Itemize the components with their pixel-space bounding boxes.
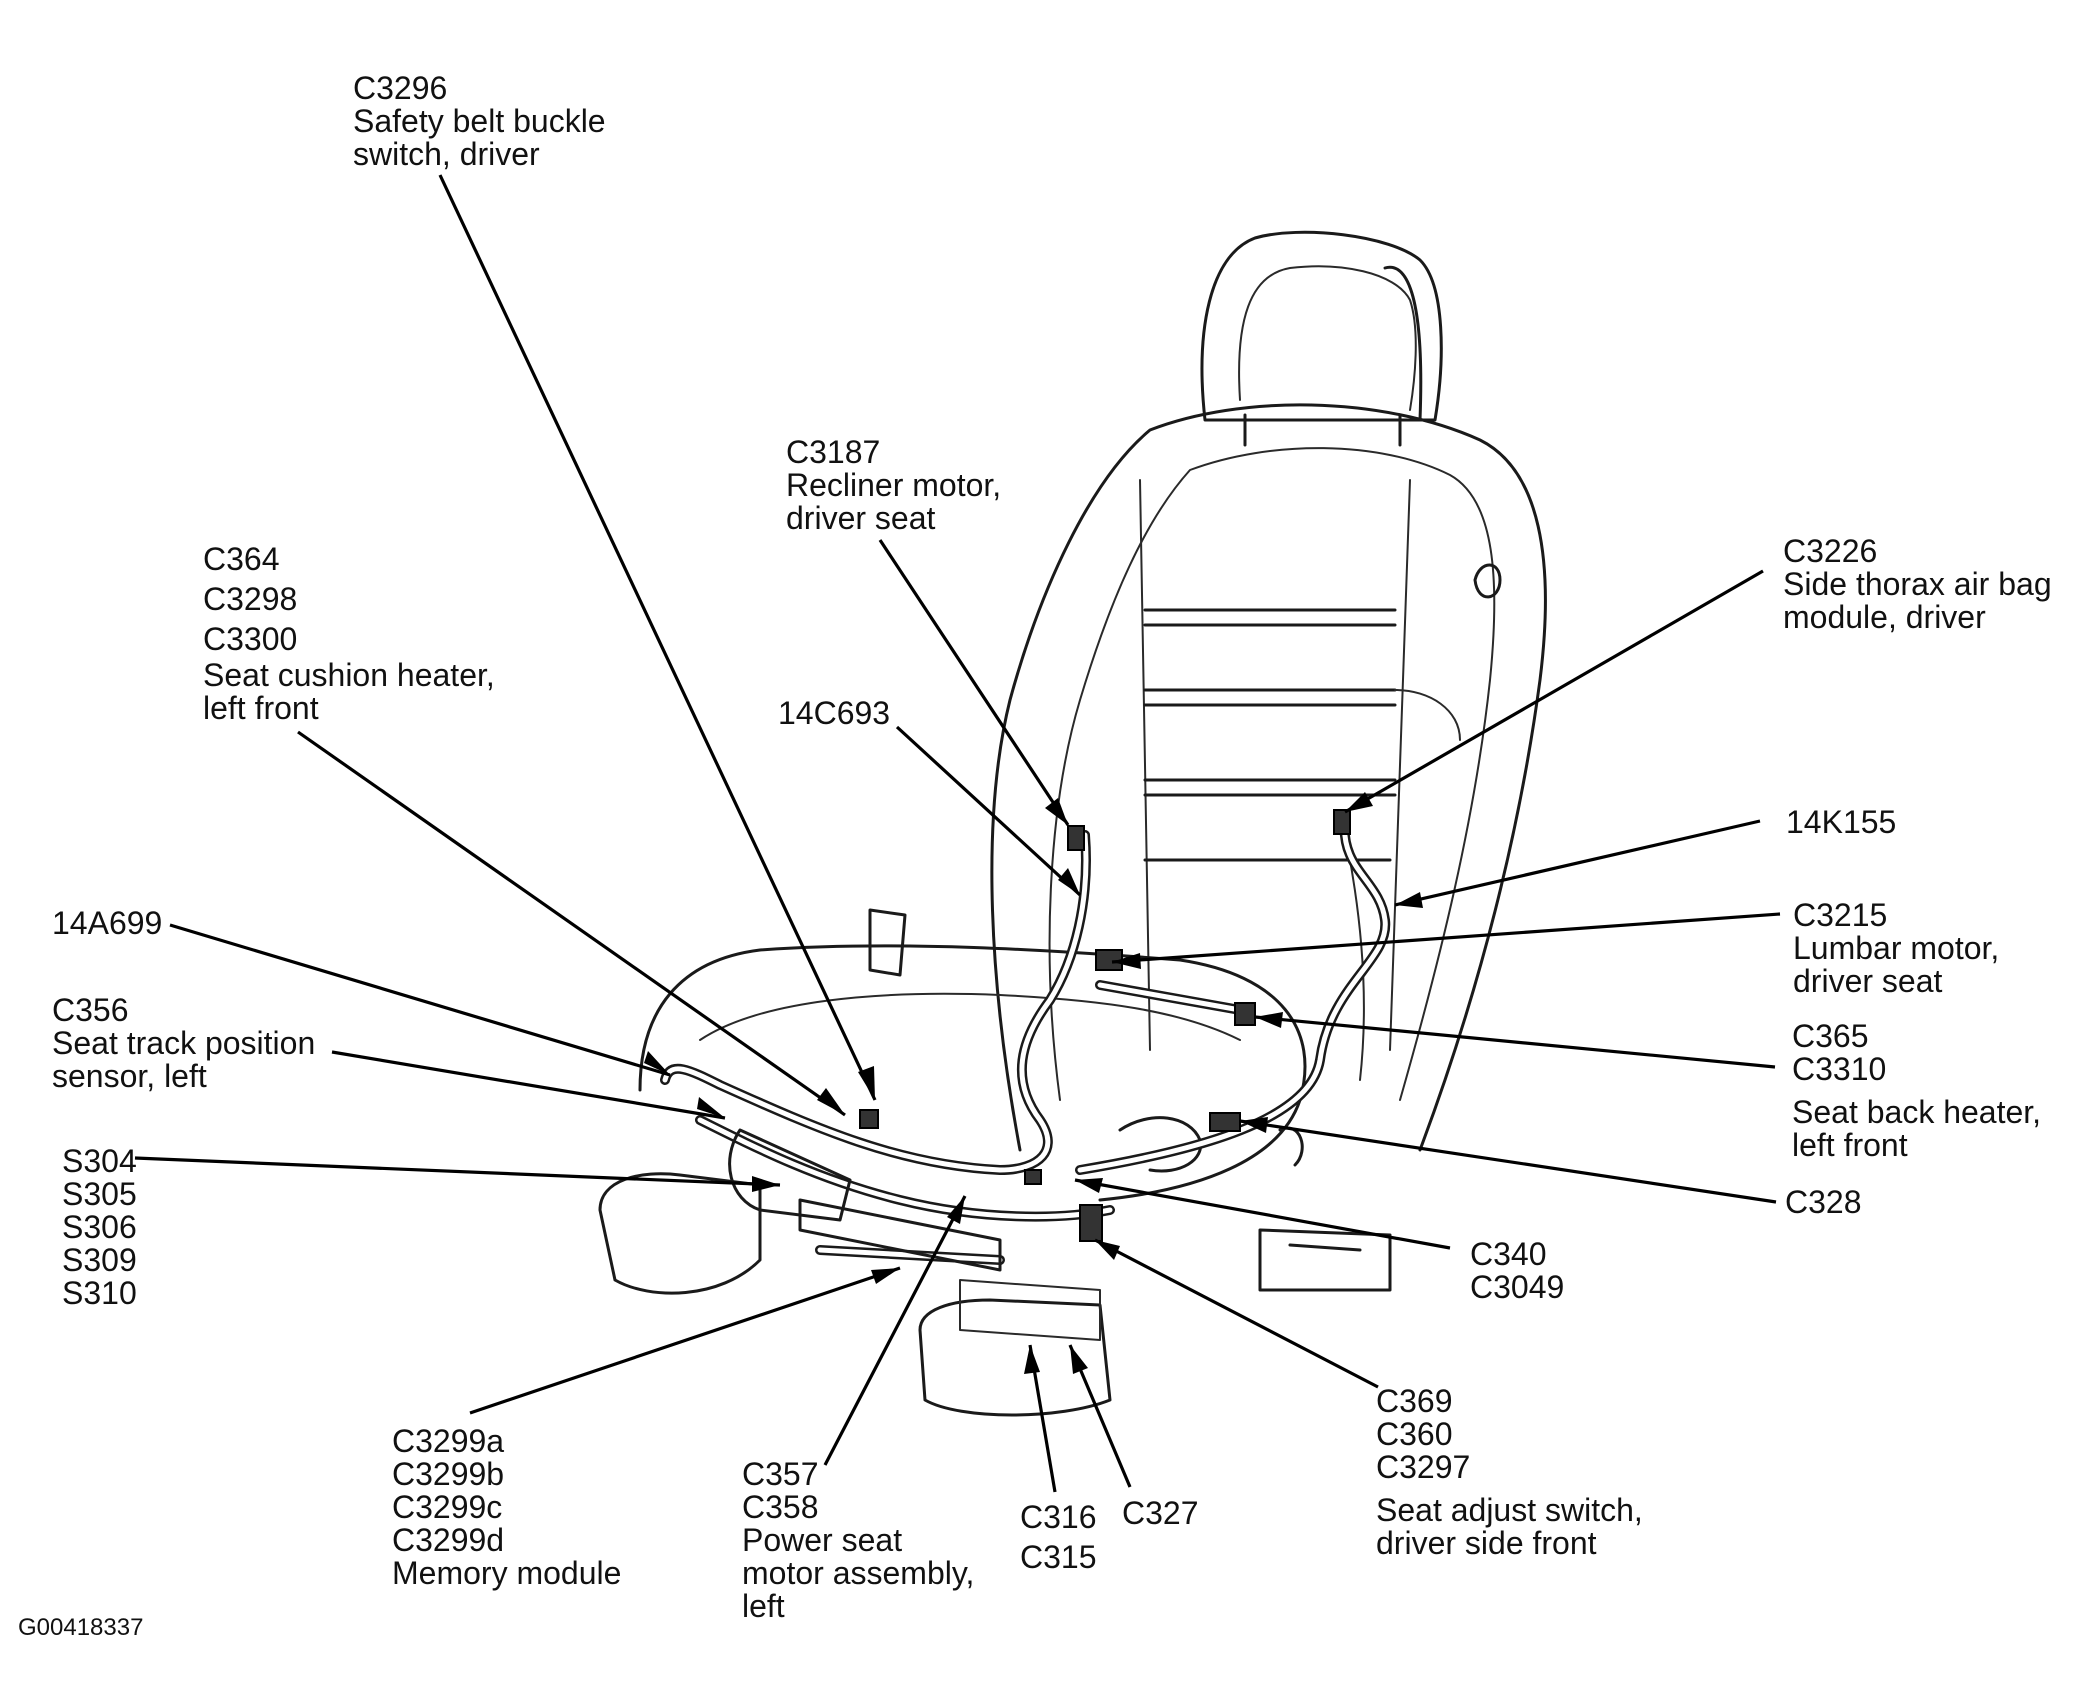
- callout-line: C3300: [203, 621, 298, 657]
- callout-line: Seat track position: [52, 1025, 316, 1061]
- callout-c316: C316 C315: [1020, 1497, 1097, 1577]
- callout-line: driver side front: [1376, 1525, 1597, 1561]
- seat-cushion: [598, 908, 1392, 1417]
- callout-c369: C369 C360 C3297 Seat adjust switch, driv…: [1376, 1385, 1643, 1560]
- callout-line: C364: [203, 541, 280, 577]
- callout-line: C315: [1020, 1539, 1097, 1575]
- callout-line: left: [742, 1588, 785, 1624]
- callout-line: C340: [1470, 1236, 1547, 1272]
- callout-line: C3299a: [392, 1423, 505, 1459]
- callout-line: C328: [1785, 1184, 1862, 1220]
- callout-line: C357: [742, 1456, 819, 1492]
- callout-c3299: C3299a C3299b C3299c C3299d Memory modul…: [392, 1425, 621, 1590]
- leader-lines: [134, 174, 1781, 1493]
- callout-line: C3310: [1792, 1051, 1887, 1087]
- callout-line: 14K155: [1786, 804, 1897, 840]
- callout-line: C327: [1122, 1495, 1199, 1531]
- callout-14c693: 14C693: [778, 697, 890, 730]
- callout-line: C369: [1376, 1383, 1453, 1419]
- callout-c356: C356 Seat track position sensor, left: [52, 994, 315, 1093]
- callout-line: C3299d: [392, 1522, 505, 1558]
- callout-line: switch, driver: [353, 136, 540, 172]
- callout-c365: C365 C3310 Seat back heater, left front: [1792, 1020, 2041, 1162]
- callout-line: C316: [1020, 1499, 1097, 1535]
- callout-line: C3296: [353, 70, 448, 106]
- headrest: [1200, 230, 1443, 447]
- callout-line: 14C693: [778, 695, 891, 731]
- callout-line: Safety belt buckle: [353, 103, 606, 139]
- callout-line: S305: [62, 1176, 137, 1212]
- callout-line: Lumbar motor,: [1793, 930, 2000, 966]
- callout-line: Memory module: [392, 1555, 622, 1591]
- callout-line: Side thorax air bag: [1783, 566, 2052, 602]
- callout-c340: C340 C3049: [1470, 1238, 1564, 1304]
- callout-line: C3187: [786, 434, 881, 470]
- callout-line: C365: [1792, 1018, 1869, 1054]
- connectors: [859, 809, 1351, 1242]
- callout-c3187: C3187 Recliner motor, driver seat: [786, 436, 1001, 535]
- callout-line: S310: [62, 1275, 137, 1311]
- callout-line: Seat cushion heater,: [203, 657, 495, 693]
- callout-line: S306: [62, 1209, 137, 1245]
- callout-line: motor assembly,: [742, 1555, 975, 1591]
- seat-back: [990, 403, 1547, 1152]
- callout-line: C3226: [1783, 533, 1878, 569]
- callout-line: Seat back heater,: [1792, 1094, 2042, 1130]
- callout-line: C3215: [1793, 897, 1888, 933]
- callout-c3296: C3296 Safety belt buckle switch, driver: [353, 72, 606, 171]
- callout-line: driver seat: [1793, 963, 1943, 999]
- callout-line: C360: [1376, 1416, 1453, 1452]
- callout-line: 14A699: [52, 905, 163, 941]
- callout-c328: C328: [1785, 1186, 1862, 1219]
- callout-line: C3299b: [392, 1456, 505, 1492]
- callout-line: C3298: [203, 581, 298, 617]
- callout-line: module, driver: [1783, 599, 1986, 635]
- callout-14a699: 14A699: [52, 907, 162, 940]
- callout-c3226: C3226 Side thorax air bag module, driver: [1783, 535, 2052, 634]
- callout-c364: C364 C3298 C3300 Seat cushion heater, le…: [203, 539, 495, 725]
- callout-line: Recliner motor,: [786, 467, 1002, 503]
- callout-line: Power seat: [742, 1522, 903, 1558]
- callout-line: sensor, left: [52, 1058, 207, 1094]
- callout-14k155: 14K155: [1786, 806, 1896, 839]
- callout-line: Seat adjust switch,: [1376, 1492, 1643, 1528]
- callout-c357: C357 C358 Power seat motor assembly, lef…: [742, 1458, 974, 1623]
- callout-c327: C327: [1122, 1497, 1199, 1530]
- callout-line: driver seat: [786, 500, 936, 536]
- wiring-harness: [660, 815, 1391, 1272]
- callout-line: left front: [203, 690, 319, 726]
- callout-line: C3049: [1470, 1269, 1565, 1305]
- callout-line: S309: [62, 1242, 137, 1278]
- callout-line: C358: [742, 1489, 819, 1525]
- arrowheads: [644, 792, 1423, 1374]
- callout-line: S304: [62, 1143, 137, 1179]
- callout-s304: S304 S305 S306 S309 S310: [62, 1145, 137, 1310]
- callout-line: left front: [1792, 1127, 1908, 1163]
- callout-c3215: C3215 Lumbar motor, driver seat: [1793, 899, 1999, 998]
- callout-line: C356: [52, 992, 129, 1028]
- callout-line: C3297: [1376, 1449, 1471, 1485]
- callout-line: C3299c: [392, 1489, 503, 1525]
- figure-id: G00418337: [18, 1614, 144, 1641]
